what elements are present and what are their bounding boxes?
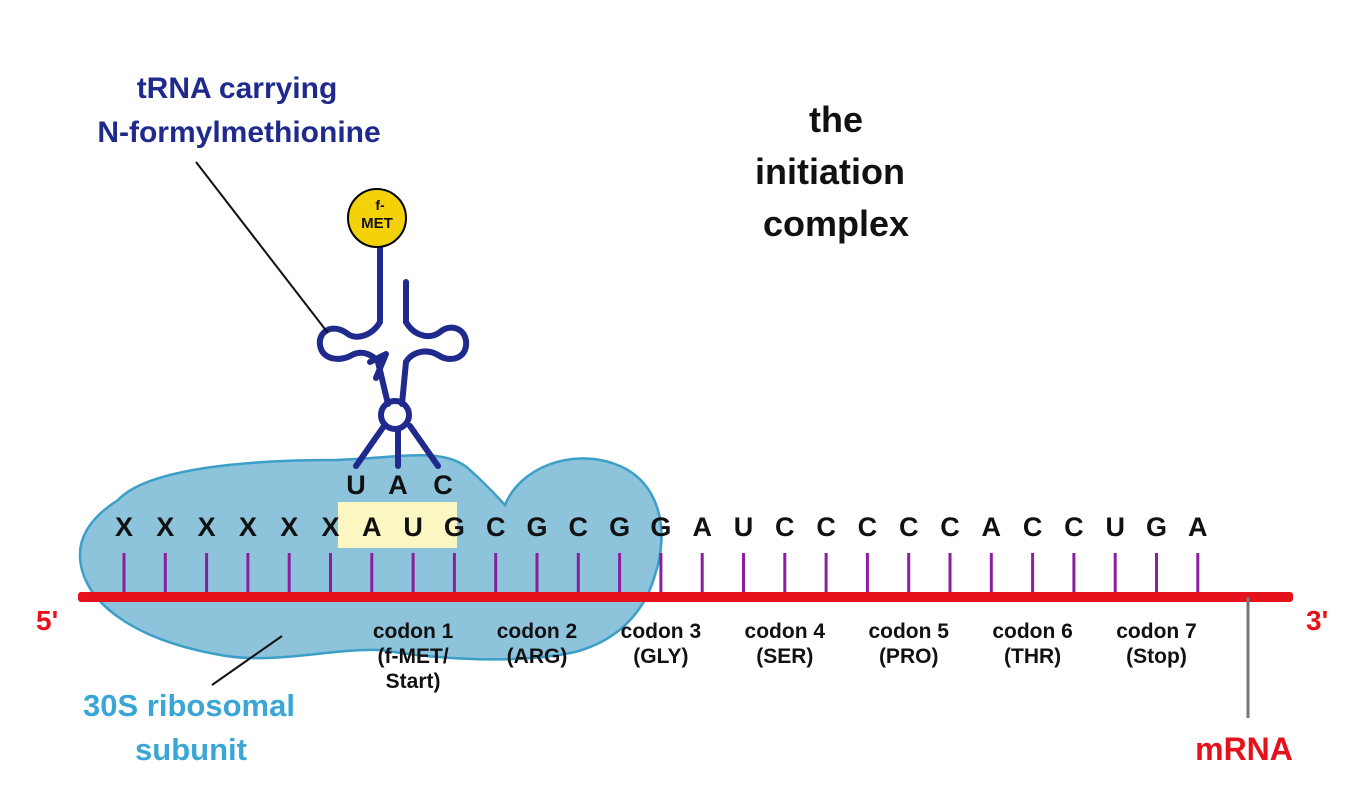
mrna-base: G (1146, 512, 1167, 542)
trna-molecule (316, 245, 470, 469)
three-prime-label: 3' (1306, 605, 1328, 636)
codon-label-line: (SER) (756, 645, 813, 668)
mrna-base: G (650, 512, 671, 542)
ribosome-label-line-1: 30S ribosomal (83, 688, 295, 723)
mrna-strand (78, 592, 1293, 602)
mrna-base-ticks (122, 553, 1200, 594)
mrna-base: G (444, 512, 465, 542)
mrna-base: C (1064, 512, 1084, 542)
mrna-base: A (362, 512, 382, 542)
trna-label: tRNA carrying N-formylmethionine (97, 72, 380, 149)
trna-stem-left (375, 359, 391, 407)
codon-label-line: (Stop) (1126, 645, 1187, 668)
mrna-base: X (115, 512, 133, 542)
ribosome-label: 30S ribosomal subunit (83, 688, 295, 767)
mrna-base: A (982, 512, 1002, 542)
ribosome-label-line-2: subunit (135, 732, 247, 767)
mrna-base: U (403, 512, 423, 542)
codon-label-line: codon 5 (868, 620, 949, 643)
anticodon-base-2: A (388, 470, 408, 500)
codon-labels: codon 1(f-MET/Start)codon 2(ARG)codon 3(… (373, 620, 1197, 693)
trna-anticodon-loop (378, 398, 412, 432)
codon-label-line: codon 6 (992, 620, 1073, 643)
mrna-base: C (1023, 512, 1043, 542)
mrna-base: U (1105, 512, 1125, 542)
mrna-base: C (486, 512, 506, 542)
ribosome-pointer-line (211, 635, 283, 686)
codon-label-line: Start) (386, 670, 441, 693)
anticodon: U A C (346, 470, 453, 500)
trna-d-arm (316, 319, 383, 365)
mrna-base: C (858, 512, 878, 542)
mrna-base: X (198, 512, 216, 542)
mrna-base: C (899, 512, 919, 542)
mrna-base: G (526, 512, 547, 542)
mrna-base: A (1188, 512, 1208, 542)
anticodon-base-1: U (346, 470, 366, 500)
codon-label-line: codon 4 (745, 620, 826, 643)
diagram-title: the initiation complex (755, 99, 909, 244)
codon-label-line: (THR) (1004, 645, 1061, 668)
trna-label-line-2: N-formylmethionine (97, 116, 380, 149)
mrna-base: C (816, 512, 836, 542)
mrna-base: X (239, 512, 257, 542)
trna-t-arm (403, 319, 470, 365)
codon-label-line: (f-MET/ (378, 645, 449, 668)
codon-label-line: codon 2 (497, 620, 578, 643)
codon-label-line: (PRO) (879, 645, 939, 668)
trna-pointer-line (195, 161, 329, 334)
trna-anticodon-stalk-u (353, 423, 387, 469)
start-codon-highlight (338, 502, 457, 548)
trna-label-line-1: tRNA carrying (137, 72, 338, 105)
mrna-base: G (609, 512, 630, 542)
five-prime-label: 5' (36, 605, 58, 636)
title-line-2: initiation (755, 151, 905, 192)
mrna-base: X (321, 512, 339, 542)
mrna-base: C (569, 512, 589, 542)
codon-label-line: codon 3 (621, 620, 702, 643)
codon-label-line: (GLY) (633, 645, 688, 668)
codon-label-line: (ARG) (507, 645, 568, 668)
mrna-base: C (940, 512, 960, 542)
f-met-label-line-2: MET (361, 215, 393, 232)
anticodon-base-3: C (433, 470, 453, 500)
mrna-label: mRNA (1195, 731, 1293, 767)
f-met-amino-acid: f- MET (347, 188, 407, 248)
mrna-base: C (775, 512, 795, 542)
mrna-base: X (280, 512, 298, 542)
title-line-3: complex (763, 203, 909, 244)
codon-label-line: codon 7 (1116, 620, 1197, 643)
codon-label-line: codon 1 (373, 620, 454, 643)
f-met-label-line-1: f- (375, 197, 385, 213)
mrna-base: X (156, 512, 174, 542)
title-line-1: the (809, 99, 863, 140)
trna-stem-right (399, 359, 409, 407)
mrna-base: A (692, 512, 712, 542)
trna-anticodon-stalk-c (407, 423, 441, 469)
f-met-circle (347, 188, 407, 248)
mrna-base: U (734, 512, 754, 542)
